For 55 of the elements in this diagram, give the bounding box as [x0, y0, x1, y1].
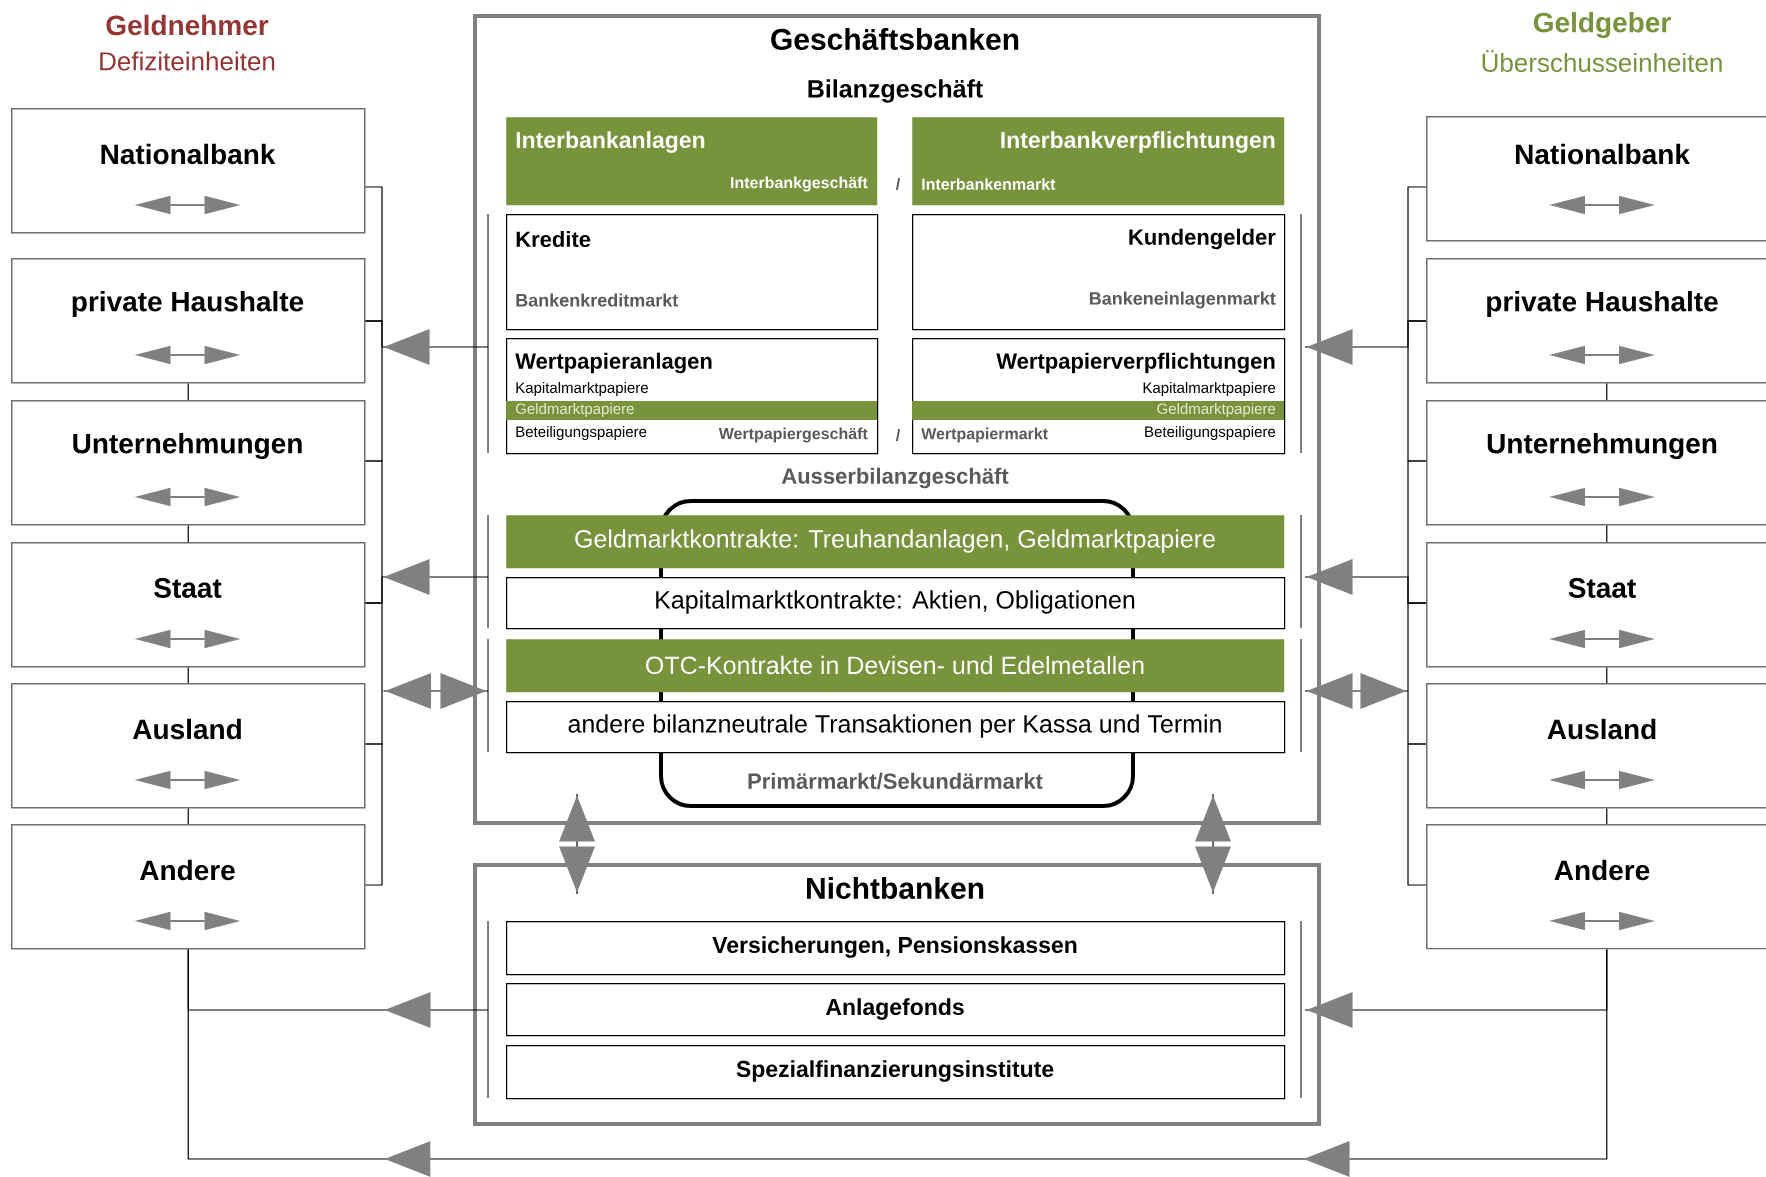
category-box: Interbankanlagen Interbankgeschäft — [506, 117, 878, 206]
connector-line — [1606, 524, 1608, 543]
entity-box: Andere — [1426, 824, 1766, 950]
category-box: Kredite Bankenkreditmarkt — [506, 214, 879, 331]
connector-arrow — [187, 948, 1608, 1177]
category-box: Kapitalmarktkontrakte: Aktien, Obligationen — [506, 577, 1286, 630]
node-label: Ausserbilanzgeschäft — [781, 467, 1009, 489]
category-box: andere bilanzneutrale Transaktionen per Kassa und Termin — [506, 701, 1286, 754]
connector-line — [1606, 666, 1608, 684]
entity-box: Staat — [1426, 542, 1766, 668]
connector-line — [1407, 743, 1427, 886]
entity-box: Ausland — [11, 683, 366, 809]
connector-line — [1407, 186, 1427, 322]
category-box: Wertpapierverpflichtungen Kapitalmarktpapiere Geldmarktpapiere Wertpapiermarkt Beteiligungspapiere — [912, 338, 1286, 455]
category-box: Anlagefonds — [506, 983, 1286, 1037]
connector-line — [1606, 807, 1608, 825]
connector-arrow — [1195, 793, 1231, 895]
category-box: Spezialfinanzierungsinstitute — [506, 1045, 1286, 1100]
connector-line — [1407, 460, 1427, 604]
column-heading: Geldnehmer — [106, 14, 269, 36]
column-subheading: Überschusseinheiten — [1482, 50, 1722, 72]
column-heading: Geldgeber — [1533, 11, 1671, 39]
entity-box: Unternehmungen — [1426, 400, 1766, 526]
separator-slash: / — [895, 429, 901, 441]
connector-arrow — [1304, 673, 1409, 709]
connector-line — [364, 743, 383, 886]
category-box: Kundengelder Bankeneinlagenmarkt — [912, 214, 1286, 331]
connector-line — [187, 666, 189, 684]
connector-line — [187, 524, 189, 543]
connector-line — [187, 807, 189, 825]
connector-line — [187, 382, 189, 401]
category-box: Interbankverpflichtungen Interbankenmarkt — [912, 117, 1285, 206]
entity-box: Ausland — [1426, 683, 1766, 809]
category-box: Versicherungen, Pensionskassen — [506, 921, 1286, 976]
category-box: OTC-Kontrakte in Devisen- und Edelmetallen — [506, 639, 1285, 693]
connector-arrow — [382, 673, 489, 709]
category-box: Wertpapieranlagen Kapitalmarktpapiere Geldmarktpapiere Beteiligungspapiere Wertpapiergeschäft — [506, 338, 879, 455]
entity-box: Nationalbank — [11, 108, 366, 234]
connector-line — [364, 460, 383, 604]
connector-line — [1606, 382, 1608, 401]
column-subheading: Defiziteinheiten — [100, 51, 275, 71]
connector-line — [364, 602, 383, 745]
entity-box: Unternehmungen — [11, 400, 366, 526]
separator-slash: / — [895, 178, 901, 190]
connector-line — [364, 186, 383, 322]
entity-box: Staat — [11, 542, 366, 668]
connector-line — [364, 320, 383, 462]
connector-arrow — [559, 793, 595, 895]
connector-line — [1407, 602, 1427, 745]
entity-box: Nationalbank — [1426, 116, 1766, 242]
entity-box: private Haushalte — [1426, 258, 1766, 384]
connector-line — [1407, 320, 1427, 462]
entity-box: private Haushalte — [11, 258, 366, 384]
category-box: Geldmarktkontrakte: Treuhandanlagen, Geldmarktpapiere — [506, 515, 1285, 569]
entity-box: Andere — [11, 824, 366, 950]
